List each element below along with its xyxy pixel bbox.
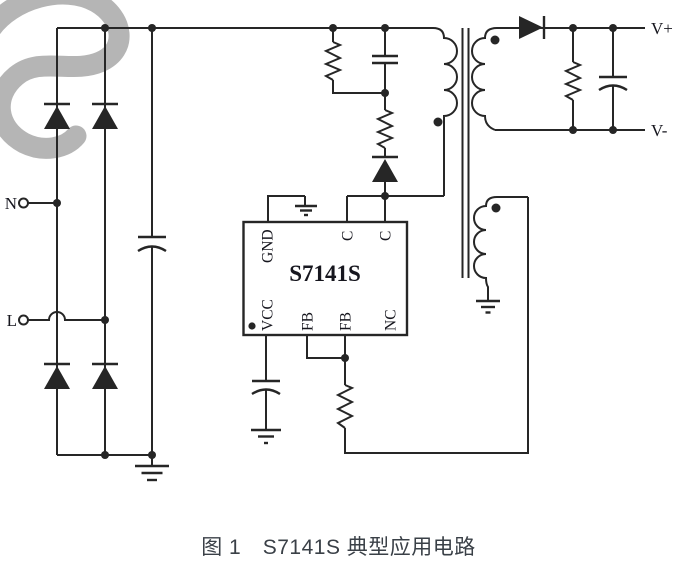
aux-polarity-dot bbox=[491, 203, 501, 213]
main-ground-symbol bbox=[135, 455, 169, 482]
ic-pin-gnd: GND bbox=[260, 229, 277, 263]
ic-pin-vcc: VCC bbox=[260, 299, 277, 331]
transformer-core bbox=[461, 28, 470, 278]
feedback-network bbox=[306, 197, 529, 454]
terminal-n-node bbox=[18, 197, 29, 209]
primary-winding bbox=[432, 27, 458, 196]
terminal-l: L bbox=[7, 311, 105, 330]
fb-resistor bbox=[335, 384, 355, 429]
output-capacitor bbox=[598, 75, 628, 92]
snubber-network bbox=[323, 28, 444, 222]
snubber-capacitor bbox=[372, 54, 398, 65]
ic-pin-nc: NC bbox=[383, 309, 400, 331]
ic-pin-c1: C bbox=[340, 231, 357, 241]
watermark-s-icon bbox=[0, 0, 130, 159]
aux-winding bbox=[473, 196, 528, 301]
terminal-n: N bbox=[5, 194, 57, 213]
primary-polarity-dot bbox=[433, 117, 443, 127]
terminal-l-label: L bbox=[7, 311, 17, 330]
ic-part-number: S7141S bbox=[289, 261, 361, 286]
pin1-marker bbox=[248, 322, 256, 330]
ic-gnd-ground-symbol bbox=[267, 195, 317, 222]
ic-s7141s: S7141S GND C C VCC FB FB NC bbox=[242, 220, 409, 337]
ic-pin-c2: C bbox=[378, 231, 395, 241]
output-load-resistor bbox=[563, 61, 583, 101]
wire-hop bbox=[28, 311, 105, 321]
vcc-ground-symbol bbox=[251, 428, 281, 445]
aux-ground-symbol bbox=[476, 299, 500, 314]
series-resistor bbox=[375, 109, 395, 149]
clamp-diode bbox=[372, 155, 398, 182]
transformer bbox=[432, 27, 528, 314]
output-rectifier-diode bbox=[519, 16, 546, 39]
output-vminus-label: V- bbox=[651, 121, 668, 140]
vcc-capacitor-branch bbox=[251, 335, 281, 445]
bridge-diode-1 bbox=[44, 102, 70, 129]
ic-body bbox=[242, 220, 409, 337]
bridge-diode-3 bbox=[44, 362, 70, 389]
snubber-resistor bbox=[323, 41, 343, 81]
secondary-winding bbox=[471, 27, 498, 131]
output-stage: V+ V- bbox=[495, 16, 673, 140]
bridge-diode-2 bbox=[92, 102, 118, 129]
terminal-n-label: N bbox=[5, 194, 17, 213]
vcc-capacitor bbox=[251, 379, 281, 396]
terminal-l-node bbox=[18, 314, 29, 326]
bulk-capacitor bbox=[137, 235, 167, 253]
bridge-diode-4 bbox=[92, 362, 118, 389]
ic-pin-fb2: FB bbox=[338, 312, 355, 331]
bridge-rectifier bbox=[44, 102, 118, 389]
secondary-polarity-dot bbox=[490, 35, 500, 45]
output-vplus-label: V+ bbox=[651, 19, 673, 38]
figure-caption: 图 1 S7141S 典型应用电路 bbox=[201, 536, 476, 559]
ic-pin-fb1: FB bbox=[300, 312, 317, 331]
junction-dots bbox=[53, 24, 617, 459]
